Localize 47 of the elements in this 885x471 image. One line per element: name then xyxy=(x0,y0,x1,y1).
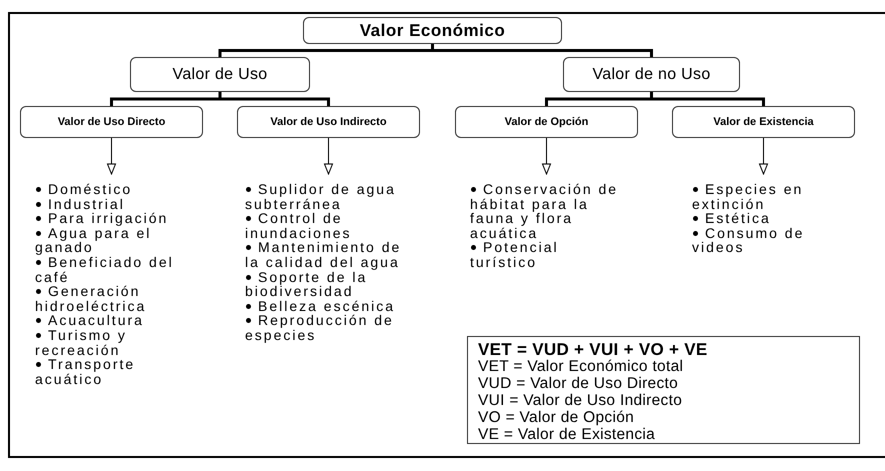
list-item: Doméstico xyxy=(35,182,177,197)
formula-line: VUD = Valor de Uso Directo xyxy=(478,375,680,392)
arrow xyxy=(759,138,768,174)
arrow xyxy=(107,138,116,174)
list-item: Beneficiado del café xyxy=(35,254,175,284)
formula-line: VO = Valor de Opción xyxy=(478,409,636,426)
list-item: Conservación de hábitat para la fauna y flora acuática xyxy=(470,182,620,240)
tree-connector xyxy=(650,92,765,106)
list-item: Suplidor de agua subterránea xyxy=(245,182,397,212)
box-label: Valor de Uso Directo xyxy=(56,116,166,128)
box-label: Valor de no Uso xyxy=(592,66,711,84)
list-item: Acuacultura xyxy=(35,313,177,328)
list-item: Industrial xyxy=(35,196,177,212)
list-item: Para irrigación xyxy=(35,211,177,226)
box-label: Valor de Uso xyxy=(172,66,268,84)
list-item: Transporte acuático xyxy=(35,357,136,386)
list-item: Soporte de la biodiversidad xyxy=(245,270,368,299)
subcategory-box xyxy=(237,106,420,138)
box-label: Valor de Existencia xyxy=(712,116,815,128)
arrow xyxy=(324,138,333,174)
list-item: Especies en extinción xyxy=(692,182,804,212)
tree-connector xyxy=(218,92,330,106)
subcategory-box xyxy=(20,106,203,138)
box-label: Valor Económico xyxy=(360,20,506,40)
arrow xyxy=(542,138,551,174)
box-label: Valor de Uso Indirecto xyxy=(269,116,388,128)
list-item: Consumo de videos xyxy=(692,226,806,255)
list-item: Control de inundaciones xyxy=(245,211,353,240)
box-label: Valor de Opción xyxy=(504,116,590,128)
category-box xyxy=(130,57,310,92)
list-item: Estética xyxy=(692,211,832,226)
list-item: Belleza escénica xyxy=(245,298,413,314)
list-item: Reproducción de especies xyxy=(245,313,395,343)
formula-line: VET = Valor Económico total xyxy=(478,358,684,375)
list-item: Turismo y recreación xyxy=(35,328,128,358)
formula-line: VUI = Valor de Uso Indirecto xyxy=(478,392,684,409)
formula-line: VE = Valor de Existencia xyxy=(478,426,656,443)
list-item: Generación hidroeléctrica xyxy=(35,284,148,314)
list-item: Potencial turístico xyxy=(470,240,560,270)
formula-line: VET = VUD + VUI + VO + VE xyxy=(478,341,709,358)
subcategory-box xyxy=(672,106,855,138)
subcategory-box xyxy=(455,106,638,138)
category-box xyxy=(563,57,740,92)
legend-box xyxy=(467,336,860,444)
list-item: Agua para el ganado xyxy=(35,226,152,255)
title-box xyxy=(303,17,562,44)
list-item: Mantenimiento de la calidad del agua xyxy=(245,240,402,270)
